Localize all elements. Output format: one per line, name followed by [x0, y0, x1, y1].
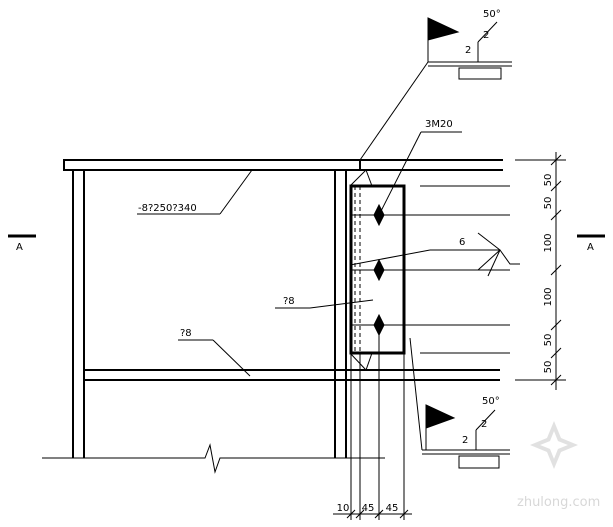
bolt-spec-label: 3M20	[425, 119, 453, 130]
watermark-text: zhulong.com	[517, 495, 600, 510]
right-dim-4: 100	[543, 287, 554, 306]
fillet-lower-label: ?8	[180, 328, 192, 339]
callout-fillet-lower: ?8	[178, 328, 251, 377]
bottom-dim-1: 10	[337, 503, 350, 514]
bolt-group	[350, 185, 510, 354]
callout-plate-spec: -8?250?340	[137, 169, 253, 215]
right-dim-2: 50	[543, 197, 554, 210]
callout-weld-6: 6	[349, 232, 520, 277]
right-dim-5: 50	[543, 334, 554, 347]
bottom-extension-lines	[350, 335, 405, 520]
weld-bottom-angle: 50°	[482, 396, 500, 407]
weld-top-gap: 2	[465, 45, 471, 56]
weld-bottom-gap: 2	[462, 435, 468, 446]
right-dimension-chain: 50 50 100 100 50 50	[515, 152, 566, 390]
weld-top-angle: 50°	[483, 9, 501, 20]
section-label-left: A	[16, 242, 23, 253]
bottom-dimension-chain: 10 45 45	[333, 503, 412, 519]
section-label-right: A	[587, 242, 594, 253]
callout-fillet-upper: ?8	[275, 296, 374, 309]
weld-top-depth: 2	[483, 30, 489, 41]
left-member	[63, 159, 500, 458]
right-dim-1: 50	[543, 174, 554, 187]
bottom-dim-2: 45	[362, 503, 375, 514]
weld-bottom-depth: 2	[481, 419, 487, 430]
right-beam	[360, 159, 503, 171]
right-dim-3: 100	[543, 233, 554, 252]
section-marker-right: A	[577, 234, 605, 253]
callout-bolt-spec: 3M20	[378, 119, 462, 216]
bottom-dim-3: 45	[386, 503, 399, 514]
break-line	[42, 443, 385, 474]
watermark-logo-icon	[530, 421, 578, 469]
weld-size-label: 6	[459, 237, 465, 248]
fillet-upper-label: ?8	[283, 296, 295, 307]
weld-symbol-top: 50° 2 2	[359, 9, 512, 161]
watermark: zhulong.com	[517, 421, 600, 510]
right-dim-6: 50	[543, 361, 554, 374]
plate-spec-label: -8?250?340	[138, 203, 197, 214]
section-marker-left: A	[8, 234, 36, 253]
weld-symbol-bottom: 50° 2 2	[409, 337, 510, 469]
